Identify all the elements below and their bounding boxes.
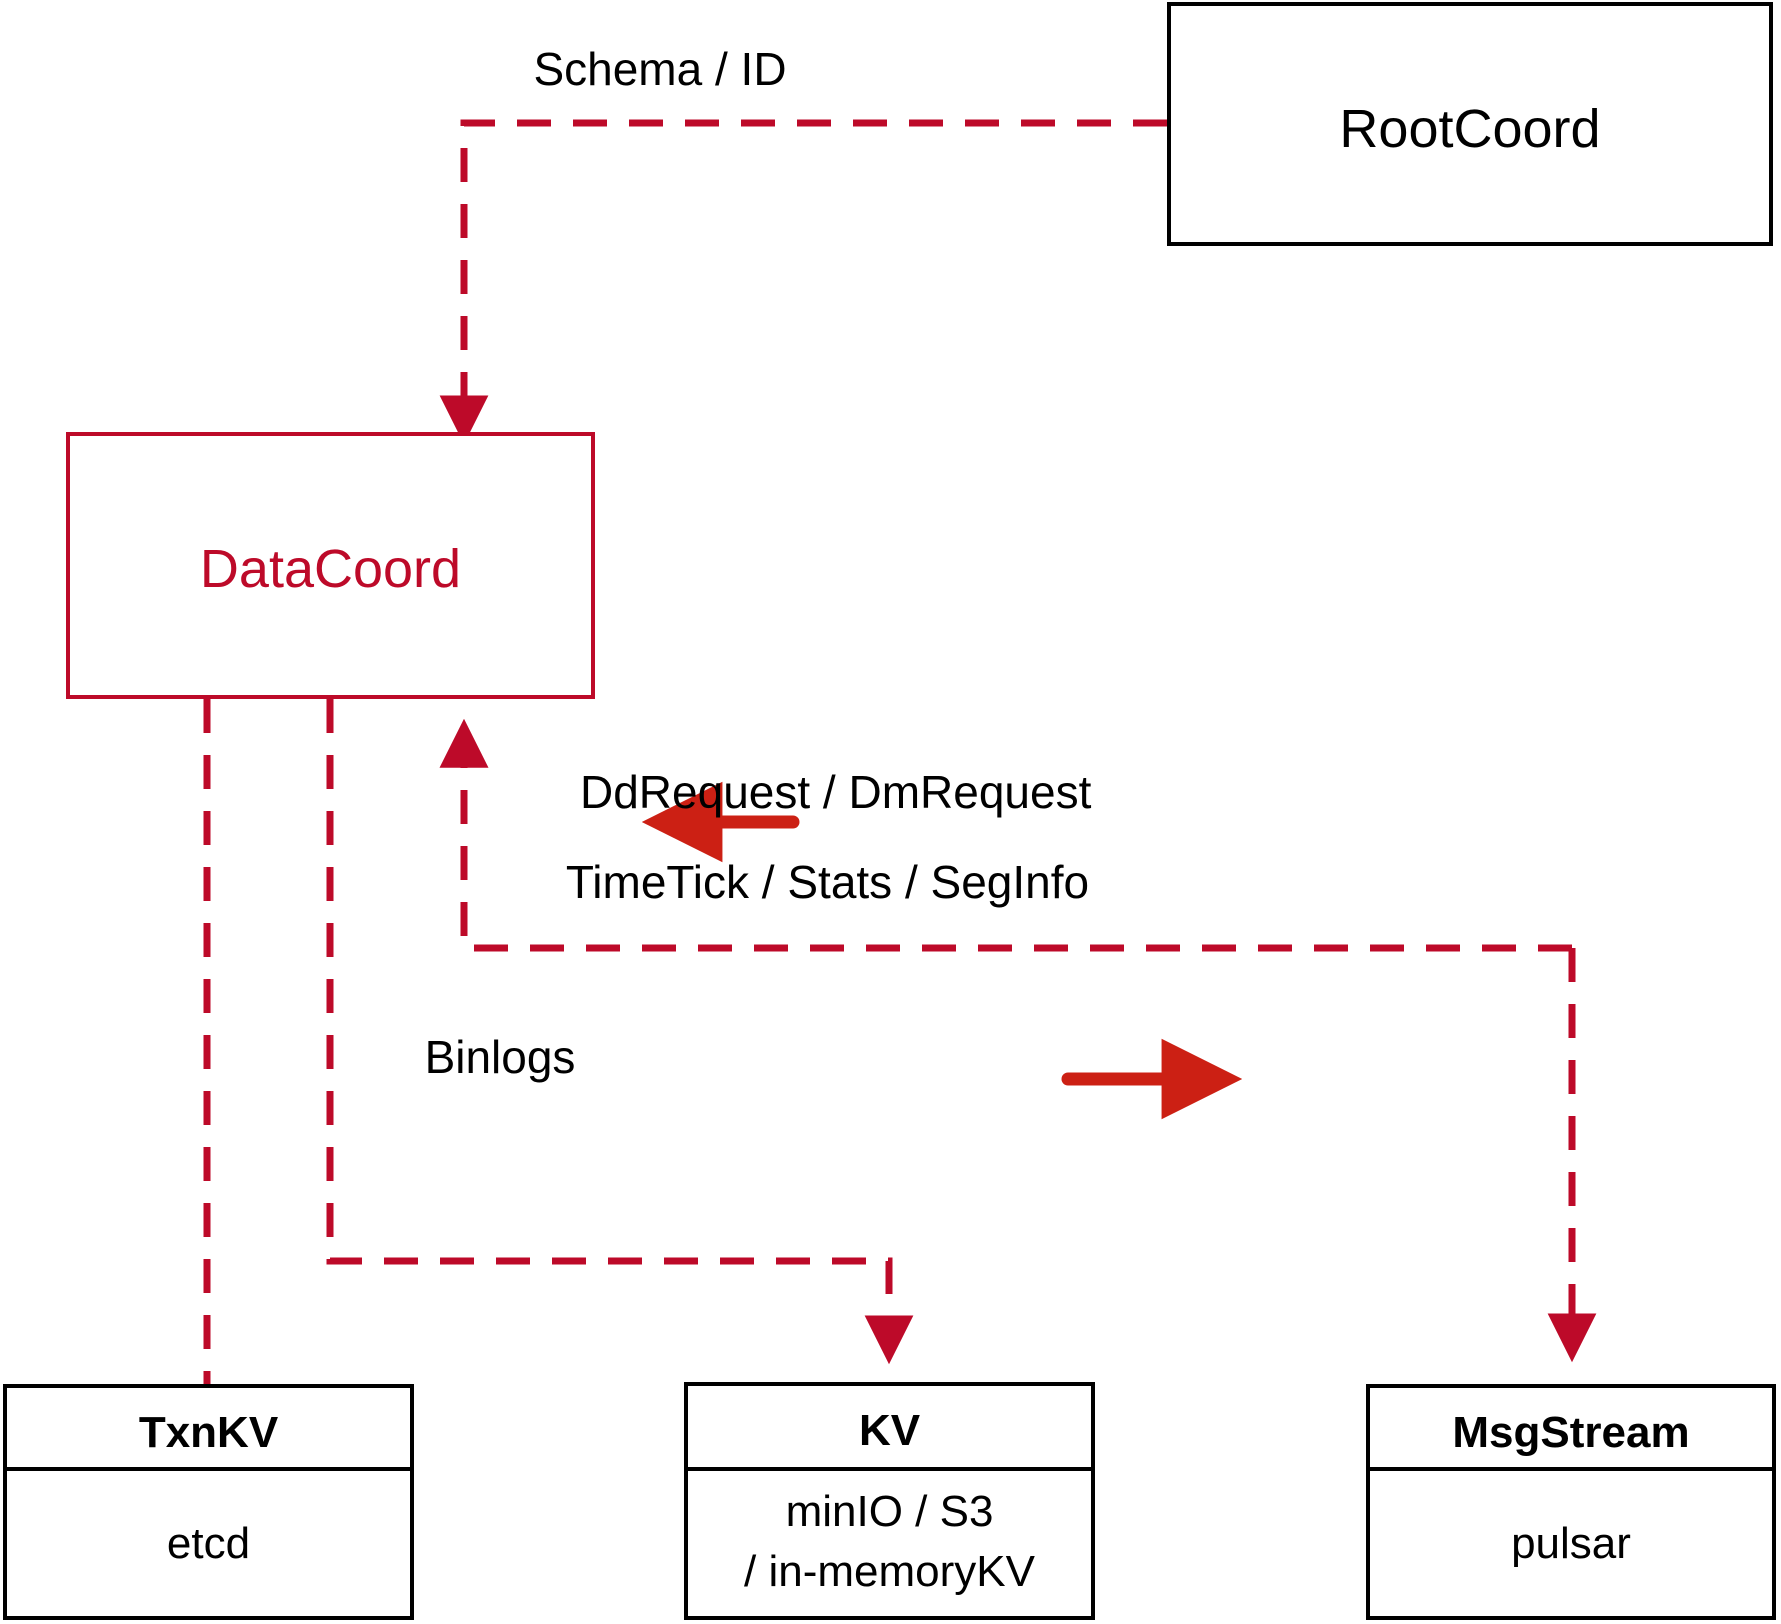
node-txnkv-subtitle: etcd xyxy=(166,1519,251,1568)
edge-msgstream-datacoord-dashed xyxy=(439,718,1597,1363)
edge-schema-id xyxy=(439,119,1167,445)
node-rootcoord-title: RootCoord xyxy=(1339,99,1601,159)
node-kv-subtitle-line1: minIO / S3 xyxy=(785,1487,994,1536)
node-msgstream-title: MsgStream xyxy=(1452,1408,1690,1457)
node-kv-divider xyxy=(688,1467,1091,1471)
node-txnkv-divider xyxy=(7,1467,410,1471)
node-msgstream-subtitle: pulsar xyxy=(1511,1519,1631,1568)
node-datacoord[interactable]: DataCoord xyxy=(66,432,595,699)
node-txnkv[interactable]: TxnKV etcd xyxy=(3,1384,414,1620)
edge-label-ddrequest-dmrequest: DdRequest / DmRequest xyxy=(580,766,1092,818)
node-kv[interactable]: KV minIO / S3 / in-memoryKV xyxy=(684,1382,1095,1620)
edge-binlogs xyxy=(326,699,914,1365)
edge-label-binlogs: Binlogs xyxy=(424,1031,576,1083)
node-datacoord-title: DataCoord xyxy=(199,539,462,599)
node-kv-title: KV xyxy=(858,1406,921,1455)
node-rootcoord[interactable]: RootCoord xyxy=(1167,2,1773,246)
node-txnkv-title: TxnKV xyxy=(138,1408,279,1457)
node-msgstream[interactable]: MsgStream pulsar xyxy=(1366,1384,1776,1620)
edge-label-schema-id: Schema / ID xyxy=(533,43,787,95)
edge-label-timetick-stats-seginfo: TimeTick / Stats / SegInfo xyxy=(565,856,1090,908)
node-kv-subtitle-line2: / in-memoryKV xyxy=(744,1547,1035,1596)
node-msgstream-divider xyxy=(1370,1467,1772,1471)
